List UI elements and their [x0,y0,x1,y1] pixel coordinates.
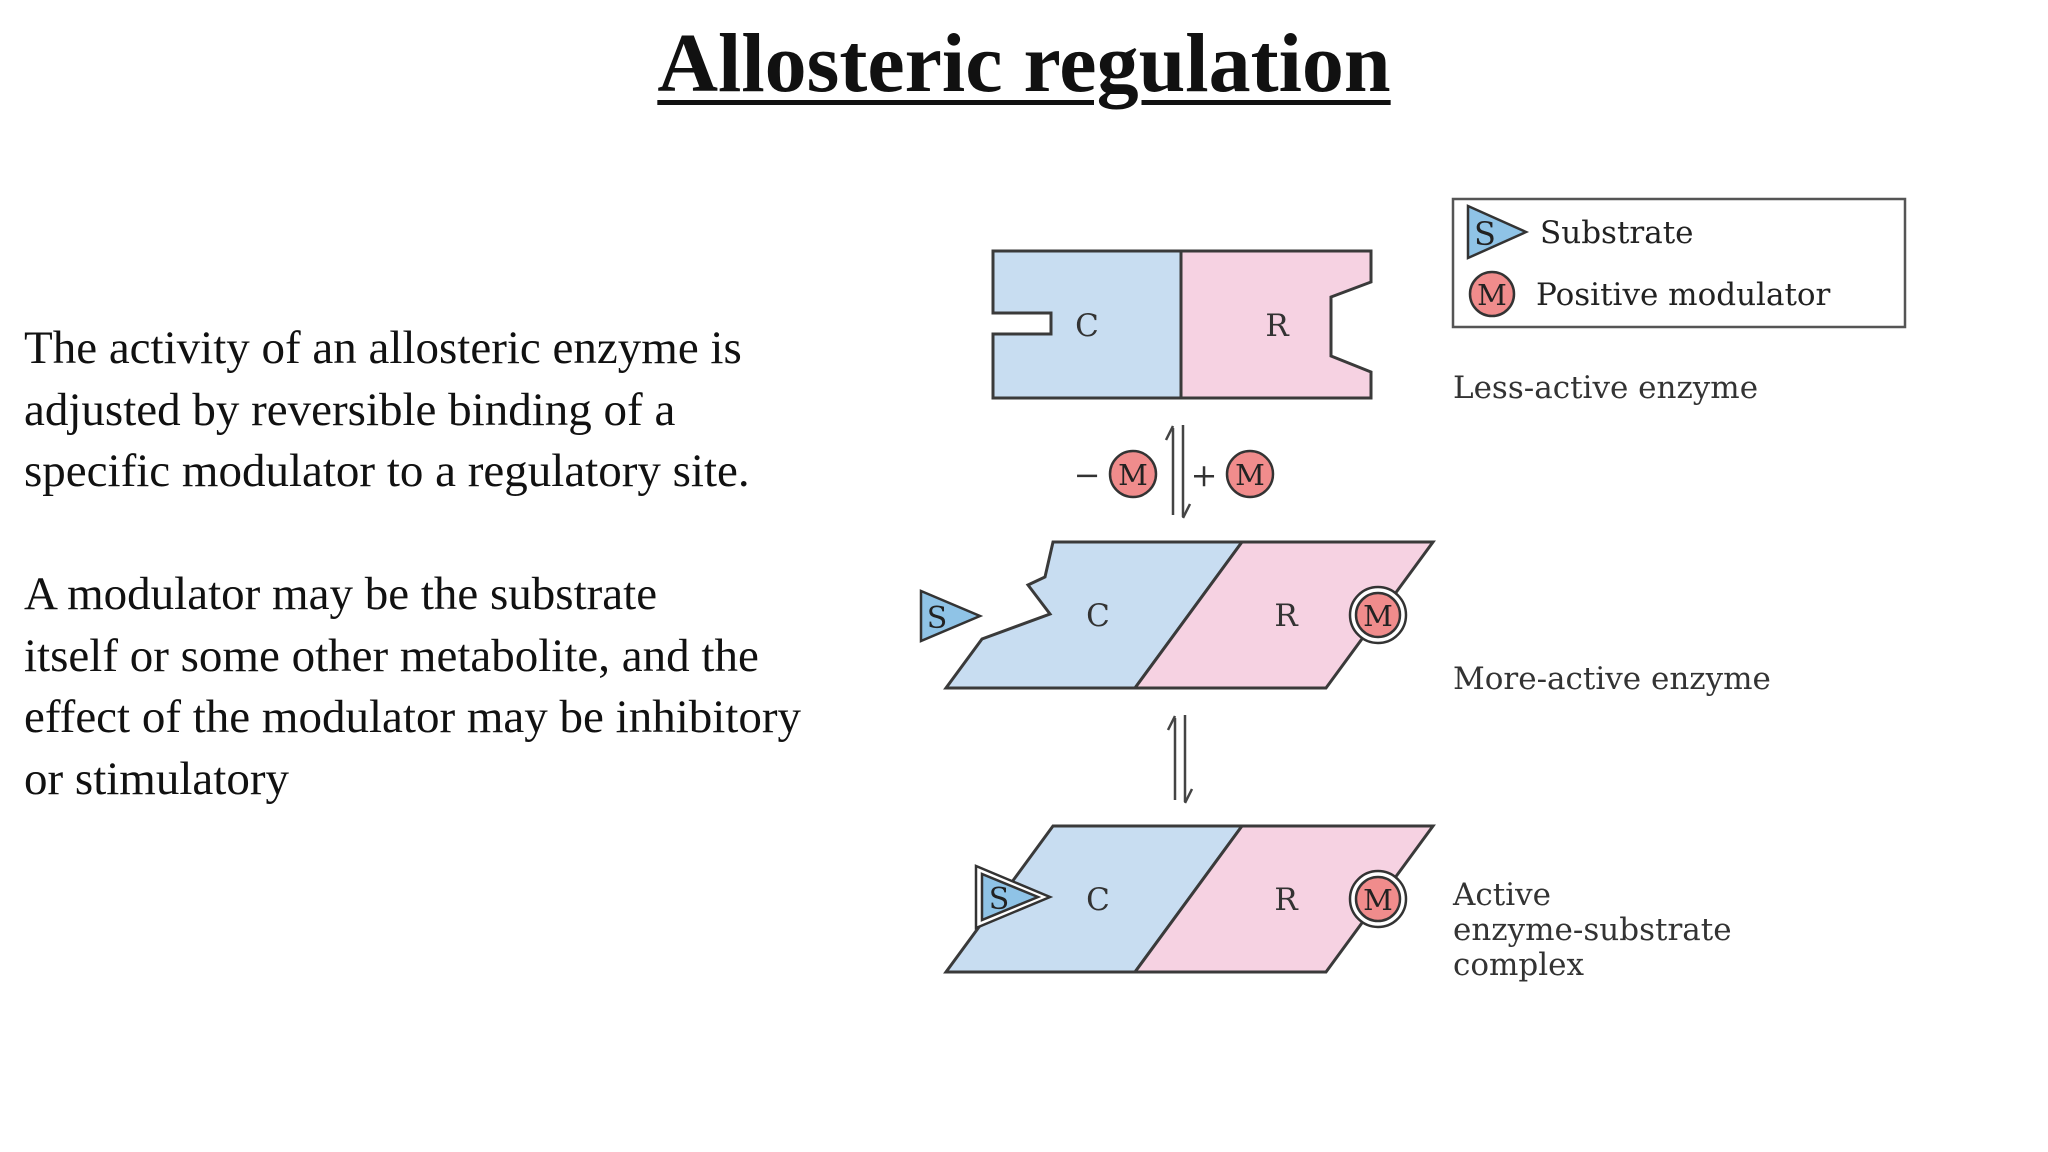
equilibrium-arrow-upper: − M + M [1074,425,1275,519]
regulatory-label: R [1274,598,1299,634]
modulator-paragraph: A modulator may be the substrate itself … [24,568,802,805]
reverse-arrow-head [1166,715,1177,731]
slide-title-text: Allosteric regulation [657,17,1391,110]
less-active-enzyme: C R [991,249,1373,400]
state-label-complex-line: Active [1452,877,1551,913]
regulatory-subunit [1132,540,1436,690]
slide-title: Allosteric regulation [0,14,2048,114]
bound-modulator-symbol: M [1363,883,1393,917]
state-label-complex-line: complex [1453,947,1585,983]
state-label-complex-line: enzyme-substrate [1453,912,1732,948]
state-label-more-active: More-active enzyme [1453,661,1771,697]
catalytic-label: C [1086,882,1110,918]
regulatory-subunit [1179,249,1373,400]
regulatory-subunit [1132,824,1436,974]
bound-modulator-icon [1354,591,1402,639]
catalytic-label: C [1075,308,1099,344]
enzyme-substrate-complex: S C R M [943,824,1436,974]
bound-modulator-symbol: M [1363,599,1393,633]
modulator-released-icon [1108,449,1158,499]
minus-sign: − [1074,456,1101,494]
legend-substrate-label: Substrate [1540,215,1694,251]
bound-modulator-icon [1354,875,1402,923]
reverse-arrow-head [1164,425,1175,441]
forward-arrow-head [1181,503,1192,519]
forward-arrow-head [1183,788,1194,804]
legend-modulator-symbol: M [1477,278,1507,312]
bound-substrate-icon [980,872,1042,922]
legend-substrate-icon [1466,204,1530,260]
modulator-added-symbol: M [1235,458,1265,492]
bound-substrate-symbol: S [989,882,1010,917]
more-active-enzyme: C R M [943,540,1436,690]
state-label-less-active: Less-active enzyme [1453,370,1758,406]
legend-box [1451,197,1907,329]
free-substrate: S [919,589,984,643]
plus-sign: + [1191,456,1218,494]
regulatory-label: R [1274,882,1299,918]
equilibrium-arrow-lower [1166,715,1194,804]
legend: S Substrate M Positive modulator [1451,197,1907,329]
substrate-icon [919,589,984,643]
regulatory-label: R [1265,308,1290,344]
modulator-released-symbol: M [1118,458,1148,492]
substrate-symbol: S [927,601,948,636]
modulator-added-icon [1225,449,1275,499]
legend-modulator-label: Positive modulator [1536,277,1831,313]
catalytic-label: C [1086,598,1110,634]
intro-paragraph: The activity of an allosteric enzyme is … [24,322,750,497]
legend-modulator-icon [1468,270,1516,318]
legend-substrate-symbol: S [1474,215,1496,253]
